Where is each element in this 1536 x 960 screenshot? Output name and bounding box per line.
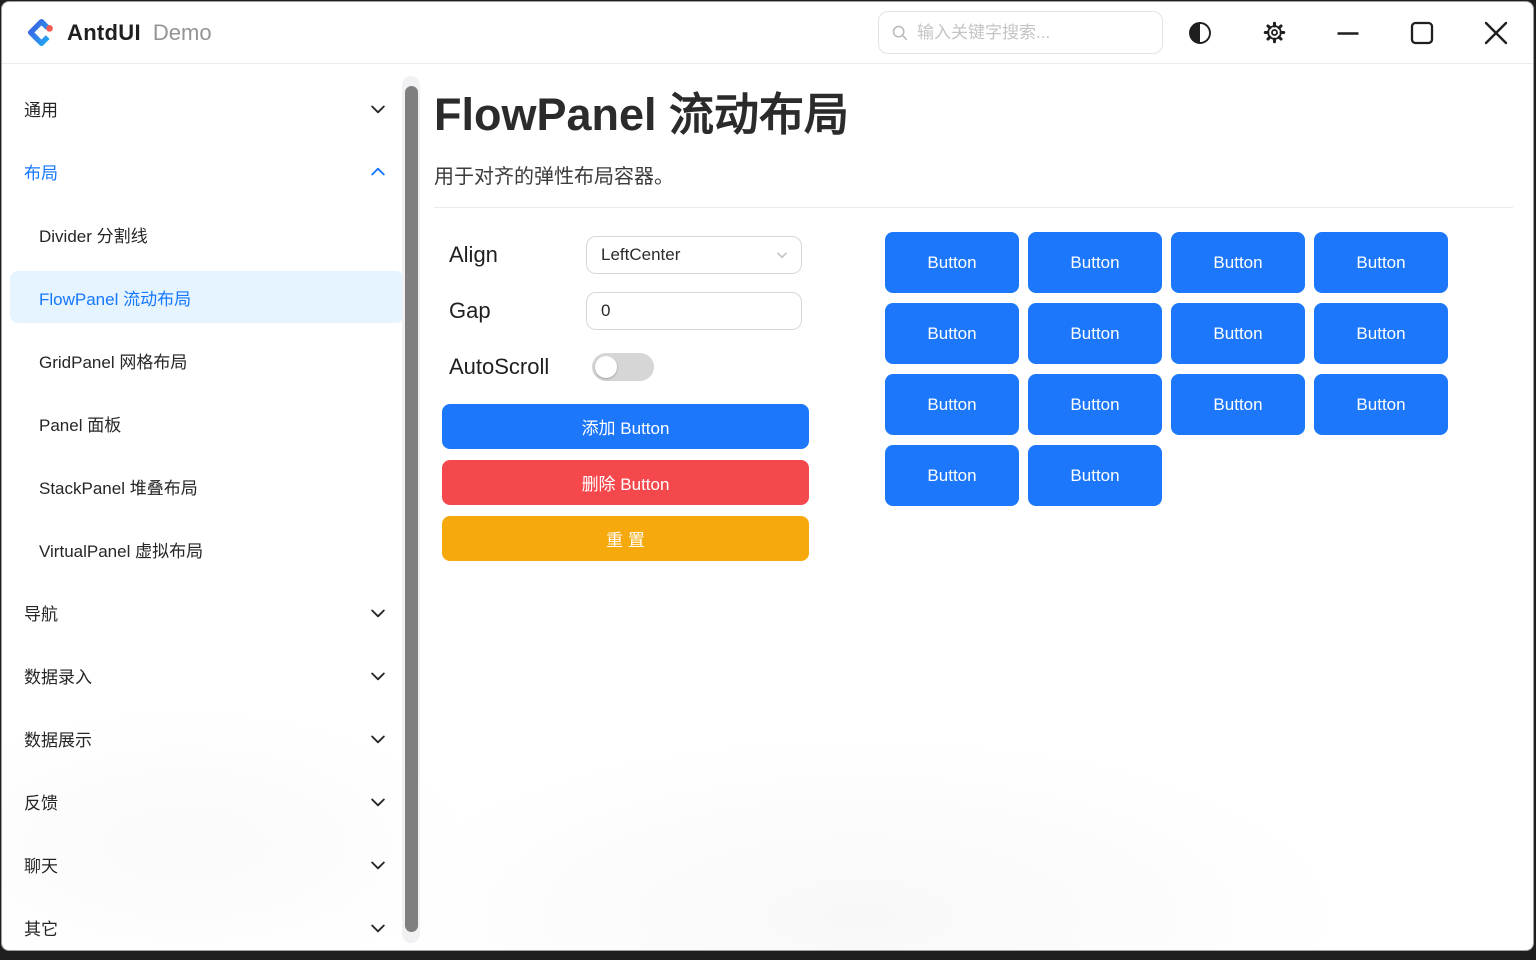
flow-button[interactable]: Button (1171, 232, 1305, 293)
sidebar-group-label: 其它 (24, 920, 58, 939)
search-icon (892, 25, 908, 40)
flow-button[interactable]: Button (1028, 232, 1162, 293)
minimize-button[interactable] (1311, 2, 1385, 64)
flow-button[interactable]: Button (885, 303, 1019, 364)
flow-button[interactable]: Button (1028, 445, 1162, 506)
sidebar-group-feedback[interactable]: 反馈 (2, 770, 402, 833)
search-input[interactable] (917, 22, 1150, 43)
theme-contrast-icon (1189, 21, 1211, 44)
maximize-icon (1410, 21, 1434, 44)
page-subtitle: 用于对齐的弹性布局容器。 (434, 166, 674, 188)
app-title-suffix: Demo (152, 19, 212, 45)
sidebar-item-label: StackPanel 堆叠布局 (39, 479, 198, 498)
section-divider (434, 207, 1513, 208)
maximize-button[interactable] (1385, 2, 1459, 64)
sidebar-scrollbar-track[interactable] (402, 76, 420, 943)
flow-button[interactable]: Button (1028, 303, 1162, 364)
flowpanel-demo: Button Button Button Button Button Butto… (885, 232, 1449, 572)
align-control-row: Align LeftCenter (442, 236, 809, 274)
add-button[interactable]: 添加 Button (442, 404, 809, 449)
chevron-down-icon (368, 603, 388, 623)
autoscroll-toggle[interactable] (592, 353, 654, 381)
flow-button[interactable]: Button (885, 374, 1019, 435)
sidebar-item-label: Divider 分割线 (39, 227, 148, 246)
sidebar-item-virtualpanel[interactable]: VirtualPanel 虚拟布局 (2, 518, 402, 581)
page-title: FlowPanel 流动布局 (434, 89, 850, 140)
sidebar-scrollbar-thumb[interactable] (404, 86, 418, 932)
reset-button[interactable]: 重 置 (442, 516, 809, 561)
sidebar-item-flowpanel[interactable]: FlowPanel 流动布局 (10, 271, 404, 323)
sidebar-item-label: Panel 面板 (39, 416, 122, 435)
sidebar-group-label: 通用 (24, 101, 58, 120)
sidebar-group-label: 导航 (24, 605, 58, 624)
sidebar-item-panel[interactable]: Panel 面板 (2, 392, 402, 455)
align-select-value: LeftCenter (601, 245, 681, 264)
chevron-down-icon (368, 855, 388, 875)
flow-button[interactable]: Button (1314, 303, 1448, 364)
sidebar-item-label: FlowPanel 流动布局 (39, 289, 192, 309)
chevron-down-icon (368, 729, 388, 749)
delete-button[interactable]: 删除 Button (442, 460, 809, 505)
settings-gear-icon (1263, 21, 1285, 44)
flow-panel: Button Button Button Button Button Butto… (885, 232, 1449, 506)
flow-button[interactable]: Button (1171, 374, 1305, 435)
sidebar-group-label: 数据展示 (24, 731, 92, 750)
chevron-down-icon (368, 792, 388, 812)
sidebar-group-layout[interactable]: 布局 (2, 140, 402, 203)
controls-panel: Align LeftCenter Gap AutoScrol (442, 236, 809, 572)
sidebar-group-data-display[interactable]: 数据展示 (2, 707, 402, 770)
sidebar-item-label: VirtualPanel 虚拟布局 (39, 542, 204, 561)
align-label: Align (449, 242, 498, 267)
autoscroll-label: AutoScroll (449, 354, 550, 379)
chevron-down-icon (777, 252, 787, 259)
sidebar-group-label: 布局 (24, 164, 58, 183)
settings-button[interactable] (1237, 2, 1311, 64)
sidebar-group-other[interactable]: 其它 (2, 896, 402, 950)
app-brand: AntdUI Demo (26, 17, 212, 48)
gap-input[interactable] (586, 292, 802, 330)
gap-control-row: Gap (442, 292, 809, 330)
chevron-down-icon (368, 918, 388, 938)
sidebar-group-label: 聊天 (24, 857, 58, 876)
chevron-down-icon (368, 99, 388, 119)
close-button[interactable] (1459, 2, 1533, 64)
sidebar-item-divider[interactable]: Divider 分割线 (2, 203, 402, 266)
titlebar-buttons (1163, 2, 1533, 64)
flow-button[interactable]: Button (1314, 374, 1448, 435)
sidebar-group-label: 反馈 (24, 794, 58, 813)
toggle-knob-icon (595, 356, 617, 378)
demo-area: Align LeftCenter Gap AutoScrol (434, 208, 1513, 572)
autoscroll-control-row: AutoScroll (442, 348, 809, 386)
search-box[interactable] (878, 11, 1163, 54)
action-buttons: 添加 Button 删除 Button 重 置 (442, 404, 809, 561)
flow-button[interactable]: Button (1028, 374, 1162, 435)
flow-button[interactable]: Button (1314, 232, 1448, 293)
app-body: 通用 布局 Divider 分割线 FlowPanel 流动布局 GridPan… (2, 64, 1533, 950)
sidebar-group-chat[interactable]: 聊天 (2, 833, 402, 896)
flow-button[interactable]: Button (885, 445, 1019, 506)
theme-toggle-button[interactable] (1163, 2, 1237, 64)
minimize-icon (1337, 31, 1359, 35)
sidebar-item-gridpanel[interactable]: GridPanel 网格布局 (2, 329, 402, 392)
sidebar-group-general[interactable]: 通用 (2, 77, 402, 140)
sidebar-item-stackpanel[interactable]: StackPanel 堆叠布局 (2, 455, 402, 518)
sidebar-group-label: 数据录入 (24, 668, 92, 687)
flow-button[interactable]: Button (885, 232, 1019, 293)
sidebar: 通用 布局 Divider 分割线 FlowPanel 流动布局 GridPan… (2, 64, 404, 950)
close-icon (1484, 21, 1508, 44)
sidebar-group-navigation[interactable]: 导航 (2, 581, 402, 644)
sidebar-group-data-entry[interactable]: 数据录入 (2, 644, 402, 707)
chevron-down-icon (368, 666, 388, 686)
chevron-up-icon (368, 162, 388, 182)
titlebar: AntdUI Demo (2, 2, 1533, 64)
gap-label: Gap (449, 298, 491, 323)
flow-button[interactable]: Button (1171, 303, 1305, 364)
app-title: AntdUI (67, 19, 141, 45)
main-content: FlowPanel 流动布局 用于对齐的弹性布局容器。 Align LeftCe… (420, 64, 1533, 950)
align-select[interactable]: LeftCenter (586, 236, 802, 274)
app-logo-icon (27, 18, 53, 47)
sidebar-item-label: GridPanel 网格布局 (39, 353, 188, 372)
